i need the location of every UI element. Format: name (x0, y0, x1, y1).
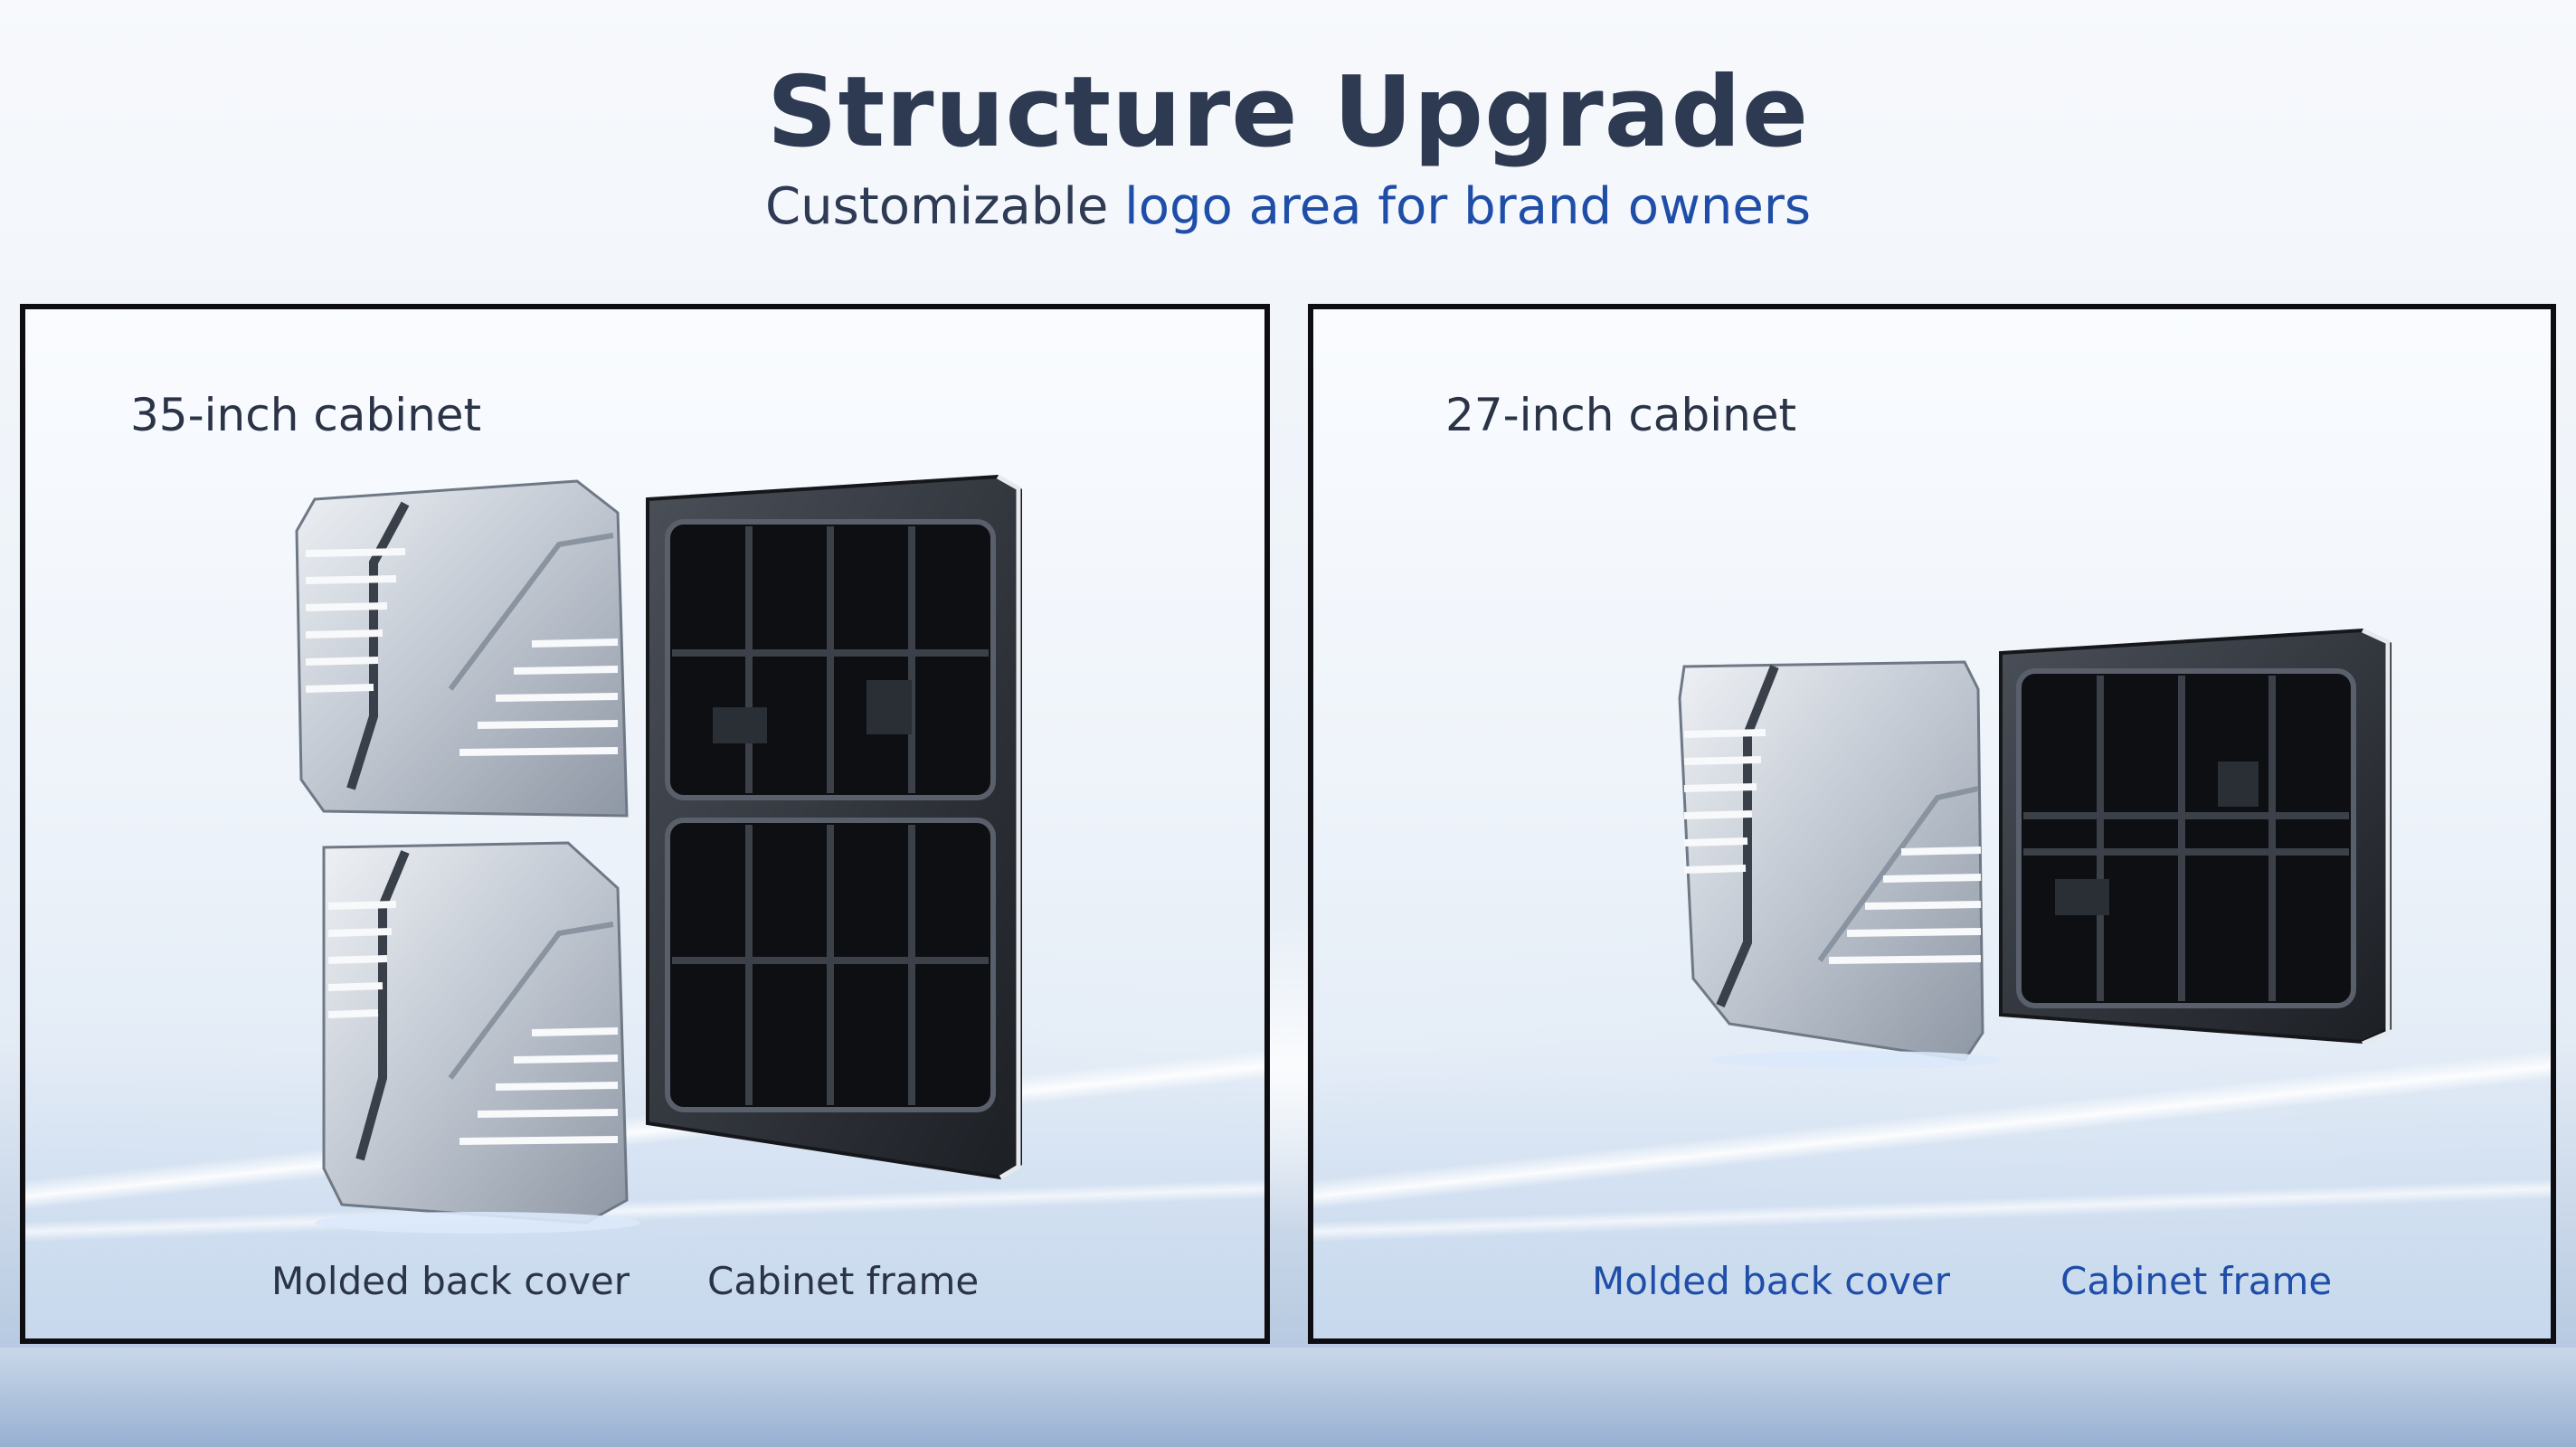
floor-light (1313, 1051, 2551, 1338)
page-title: Structure Upgrade (766, 56, 1810, 169)
floor-light (25, 1051, 1264, 1338)
molded-back-cover-27 (1678, 660, 2001, 1069)
panel-27-inch: 27-inch cabinet (1308, 304, 2556, 1344)
subtitle-prefix: Customizable (764, 177, 1109, 236)
caption-molded-back-cover: Molded back cover (271, 1259, 630, 1303)
panel-35-inch: 35-inch cabinet (20, 304, 1270, 1344)
subtitle-accent: logo area for brand owners (1124, 177, 1812, 236)
molded-back-cover-lower (315, 841, 640, 1234)
page-subtitle: Customizable logo area for brand owners (0, 177, 2576, 236)
bottom-band (0, 1348, 2576, 1447)
panel-label: 35-inch cabinet (130, 389, 482, 441)
molded-back-cover-upper (295, 479, 629, 818)
caption-molded-back-cover: Molded back cover (1592, 1259, 1951, 1303)
cabinet-frame-27 (1999, 628, 2391, 1046)
cabinet-frame-35 (646, 474, 1022, 1180)
cabinet-35-illustration (295, 474, 1022, 1234)
caption-cabinet-frame: Cabinet frame (2060, 1259, 2333, 1303)
cabinet-27-illustration (1678, 628, 2391, 1069)
panel-label: 27-inch cabinet (1445, 389, 1797, 441)
caption-cabinet-frame: Cabinet frame (707, 1259, 980, 1303)
